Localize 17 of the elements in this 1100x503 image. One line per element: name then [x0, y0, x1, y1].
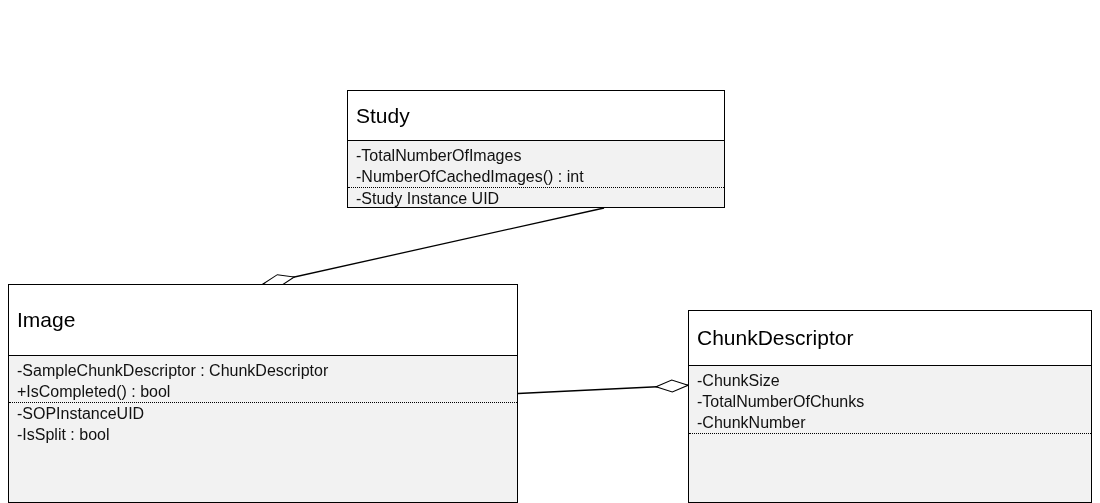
class-member: -Study Instance UID [356, 190, 500, 207]
class-member: -SOPInstanceUID [17, 405, 145, 422]
class-name: ChunkDescriptor [697, 326, 854, 350]
class-member: -TotalNumberOfImages [356, 147, 522, 164]
class-member: -ChunkSize [697, 372, 780, 389]
class-member: -SampleChunkDescriptor : ChunkDescriptor [17, 362, 329, 379]
class-member: -ChunkNumber [697, 414, 806, 431]
class-box [688, 310, 1092, 503]
class-box [347, 90, 725, 208]
class-member: -NumberOfCachedImages() : int [356, 168, 584, 185]
aggregation-line [517, 379, 689, 395]
class-member: -IsSplit : bool [17, 426, 110, 443]
class-name: Study [356, 103, 410, 128]
class-member: +IsCompleted() : bool [17, 383, 171, 400]
class-member: -TotalNumberOfChunks [697, 393, 865, 410]
class-name: Image [17, 308, 76, 332]
class-box [8, 284, 518, 503]
